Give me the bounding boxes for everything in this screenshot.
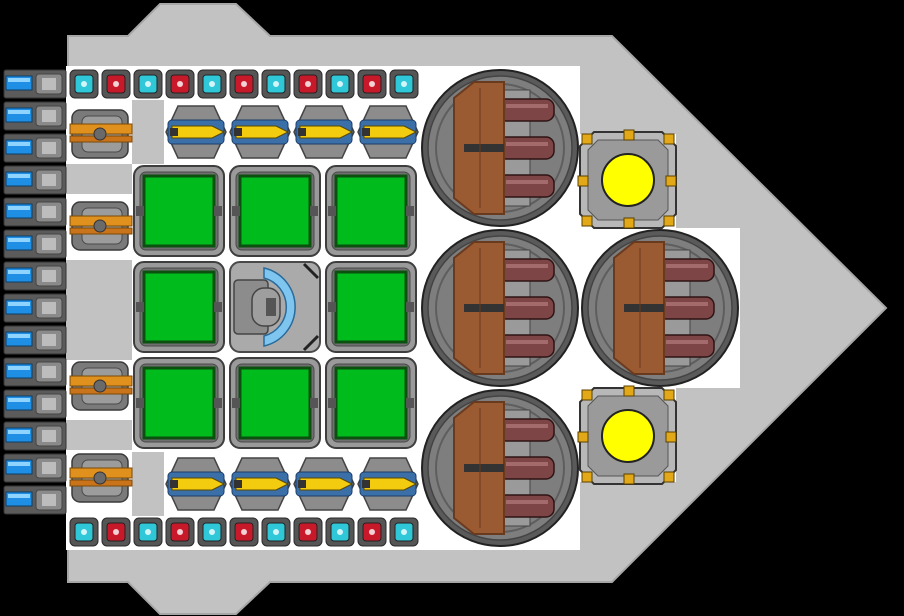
light-block-icon [389, 517, 419, 547]
light-block-icon [357, 517, 387, 547]
thruster-icon [3, 133, 67, 163]
light-block-icon [101, 69, 131, 99]
light-block-icon [133, 517, 163, 547]
armor-block-icon [229, 357, 321, 449]
gun-icon [69, 109, 133, 159]
thruster-icon [3, 421, 67, 451]
missile-icon [229, 457, 291, 511]
thruster-icon [3, 101, 67, 131]
thruster-icon [3, 389, 67, 419]
ship-parts [3, 69, 739, 547]
thruster-icon [3, 485, 67, 515]
light-block-icon [293, 69, 323, 99]
light-block-icon [357, 69, 387, 99]
light-block-icon [261, 69, 291, 99]
armor-block-icon [325, 261, 417, 353]
thruster-icon [3, 229, 67, 259]
light-block-icon [69, 517, 99, 547]
gun-icon [69, 201, 133, 251]
thruster-icon [3, 325, 67, 355]
deck-gap [66, 260, 132, 360]
cannon-turret-icon [421, 229, 579, 387]
deck-gap [66, 420, 132, 450]
light-block-icon [325, 69, 355, 99]
light-block-icon [325, 517, 355, 547]
missile-icon [293, 457, 355, 511]
missile-icon [165, 457, 227, 511]
light-block-icon [69, 69, 99, 99]
thruster-icon [3, 197, 67, 227]
armor-block-icon [229, 165, 321, 257]
light-block-icon [293, 517, 323, 547]
armor-block-icon [133, 261, 225, 353]
power-core-icon [577, 385, 677, 485]
thruster-icon [3, 453, 67, 483]
gun-icon [69, 453, 133, 503]
light-block-icon [101, 517, 131, 547]
power-core-icon [577, 129, 677, 229]
missile-icon [293, 105, 355, 159]
armor-block-icon [325, 165, 417, 257]
gun-icon [69, 361, 133, 411]
deck-gap [66, 164, 132, 194]
light-block-icon [261, 517, 291, 547]
cannon-turret-icon [421, 69, 579, 227]
light-block-icon [389, 69, 419, 99]
thruster-icon [3, 165, 67, 195]
light-block-icon [197, 69, 227, 99]
thruster-icon [3, 69, 67, 99]
missile-icon [229, 105, 291, 159]
missile-icon [357, 105, 419, 159]
missile-icon [165, 105, 227, 159]
cannon-turret-icon [421, 389, 579, 547]
deck-gap [132, 100, 164, 164]
armor-block-icon [133, 357, 225, 449]
cannon-turret-icon [581, 229, 739, 387]
deck-gap [132, 452, 164, 516]
armor-block-icon [133, 165, 225, 257]
light-block-icon [229, 517, 259, 547]
light-block-icon [229, 69, 259, 99]
light-block-icon [197, 517, 227, 547]
thruster-icon [3, 293, 67, 323]
armor-block-icon [325, 357, 417, 449]
missile-icon [357, 457, 419, 511]
cockpit-icon [229, 261, 321, 353]
light-block-icon [165, 69, 195, 99]
thruster-icon [3, 357, 67, 387]
light-block-icon [165, 517, 195, 547]
light-block-icon [133, 69, 163, 99]
thruster-icon [3, 261, 67, 291]
